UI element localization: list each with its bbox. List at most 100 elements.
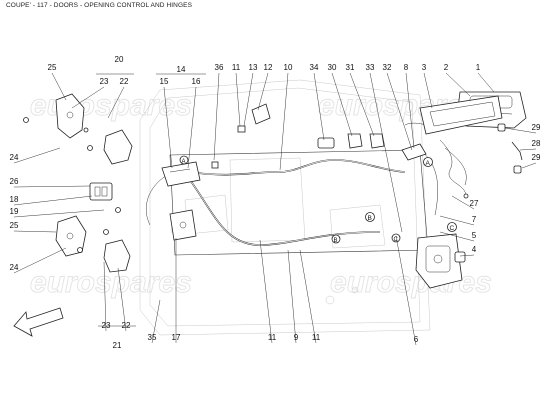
callout-leader-41 (299, 249, 317, 344)
callout-label-25: 26 (10, 177, 19, 186)
door-hinge-lower-plate (103, 239, 131, 273)
door-hinge-upper (55, 93, 85, 139)
callout-label-33: 4 (472, 245, 477, 254)
callout-leader-19 (445, 72, 471, 97)
callout-leader-34 (103, 261, 107, 332)
door-hinge-lower (55, 215, 87, 257)
callout-label-24: 24 (10, 153, 19, 162)
callout-label-22: 28 (532, 139, 541, 148)
callout-label-0: 25 (48, 63, 57, 72)
callout-label-14: 31 (346, 63, 355, 72)
callout-label-42: 6 (414, 335, 419, 344)
callout-label-32: 5 (472, 231, 477, 240)
callout-leader-26 (13, 195, 93, 206)
callout-leader-20 (477, 72, 495, 93)
callout-label-37: 35 (148, 333, 157, 342)
callout-leaders (13, 72, 537, 346)
page-title: COUPE' - 117 - DOORS - OPENING CONTROL A… (6, 2, 193, 9)
circle-tag-a-2: A (182, 159, 186, 165)
circle-tag-b-2: B (334, 238, 338, 244)
callout-label-13: 30 (328, 63, 337, 72)
handle-gasket (419, 95, 503, 135)
callout-label-17: 8 (404, 63, 409, 72)
callout-leader-15 (369, 72, 403, 233)
callout-label-11: 10 (284, 63, 293, 72)
callout-label-8: 11 (232, 63, 241, 72)
clip-parts (317, 133, 385, 149)
callout-label-35: 22 (122, 321, 131, 330)
callout-leader-22 (519, 148, 537, 151)
callout-leader-10 (257, 72, 269, 111)
callout-label-27: 19 (10, 207, 19, 216)
circle-tag-b-1: B (368, 215, 372, 222)
callout-leader-40 (287, 249, 297, 344)
door-check-link (89, 182, 113, 201)
callout-leader-29 (13, 247, 67, 274)
callout-leader-18 (423, 72, 433, 109)
watermark-bottom-right: eurospares (330, 266, 492, 299)
callout-leader-9 (243, 72, 254, 127)
callout-leader-5 (163, 86, 173, 169)
callout-leader-11 (279, 72, 289, 171)
small-bracket-parts (211, 103, 271, 169)
callout-label-34: 23 (102, 321, 111, 330)
callout-label-1: 20 (115, 55, 124, 64)
handle-small-parts (497, 123, 523, 174)
callout-leader-33 (459, 254, 475, 257)
callout-leader-42 (395, 235, 417, 346)
inner-release-lever (161, 161, 201, 187)
callout-label-9: 13 (249, 63, 258, 72)
callout-leader-13 (331, 72, 353, 137)
callout-label-7: 36 (215, 63, 224, 72)
callout-leader-7 (213, 72, 220, 161)
callout-label-16: 32 (383, 63, 392, 72)
callout-leader-17 (405, 72, 415, 149)
callout-leader-24 (13, 147, 61, 164)
circle-tag-a-1: A (426, 160, 431, 167)
callout-leader-12 (313, 72, 325, 141)
group-brackets (96, 73, 206, 327)
callout-label-41: 11 (312, 333, 321, 342)
callout-label-3: 22 (120, 77, 129, 86)
callout-label-39: 11 (268, 333, 277, 342)
callout-leader-32 (439, 231, 475, 242)
callout-leader-37 (151, 299, 161, 344)
callout-leader-16 (386, 72, 413, 151)
lock-rod-assembly (169, 209, 197, 241)
callout-label-28: 25 (10, 221, 19, 230)
wiring-harness (439, 139, 469, 199)
front-direction-arrow-icon (13, 307, 64, 337)
callout-label-5: 15 (160, 77, 169, 86)
callout-label-31: 7 (472, 215, 477, 224)
callout-leader-0 (51, 72, 67, 101)
door-lock (415, 233, 466, 289)
callout-leader-31 (439, 215, 475, 226)
callout-leader-6 (187, 86, 197, 169)
callout-label-10: 12 (264, 63, 273, 72)
callout-label-18: 3 (422, 63, 427, 72)
callout-label-15: 33 (366, 63, 375, 72)
callout-label-29: 24 (10, 263, 19, 272)
callout-label-19: 2 (444, 63, 449, 72)
callout-leader-30 (451, 195, 475, 210)
callout-leader-14 (349, 72, 375, 137)
callout-label-6: 16 (192, 77, 201, 86)
callout-label-30: 27 (470, 199, 479, 208)
callout-leader-3 (107, 86, 125, 119)
callout-leader-2 (71, 86, 105, 109)
screws-left (23, 117, 121, 253)
callout-label-40: 9 (294, 333, 299, 342)
callout-label-20: 1 (476, 63, 481, 72)
door-hinge-upper-plate (103, 129, 133, 165)
callout-leader-35 (117, 267, 127, 332)
watermark-top-left: eurospares (30, 89, 192, 122)
circle-tags: A B C A B C (179, 155, 457, 244)
circle-tag-c-1: C (450, 225, 455, 232)
callout-label-12: 34 (310, 63, 319, 72)
callout-label-26: 18 (10, 195, 19, 204)
callout-label-38: 17 (172, 333, 181, 342)
callout-leader-27 (13, 209, 105, 218)
